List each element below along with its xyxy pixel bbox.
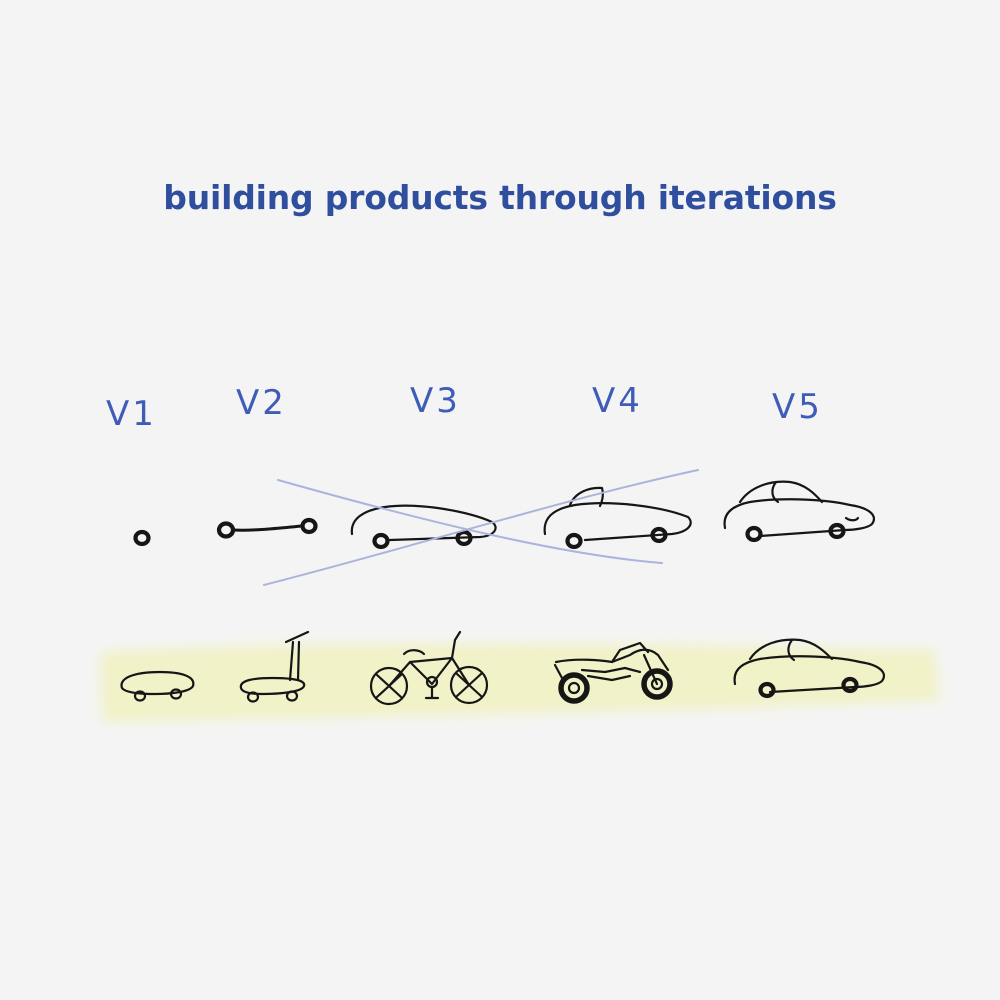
strike-line-1 (277, 479, 663, 564)
skateboard-icon (120, 670, 195, 702)
strike-line-2 (263, 469, 699, 586)
version-label-v1: V1 (106, 394, 157, 434)
car-body-icon (350, 504, 497, 550)
version-label-v3: V3 (410, 381, 461, 421)
motorcycle-icon (553, 641, 673, 704)
car-icon (723, 480, 876, 543)
bicycle-icon (369, 630, 489, 706)
scooter-icon (239, 630, 310, 703)
car-icon (733, 638, 886, 699)
version-label-v5: V5 (772, 387, 823, 427)
wheel-icon (133, 529, 151, 547)
axle-icon (216, 517, 318, 539)
version-label-v2: V2 (236, 383, 287, 423)
highlight-band (100, 643, 940, 722)
page-title: building products through iterations (163, 178, 837, 217)
version-label-v4: V4 (592, 381, 643, 421)
convertible-car-icon (543, 486, 692, 550)
